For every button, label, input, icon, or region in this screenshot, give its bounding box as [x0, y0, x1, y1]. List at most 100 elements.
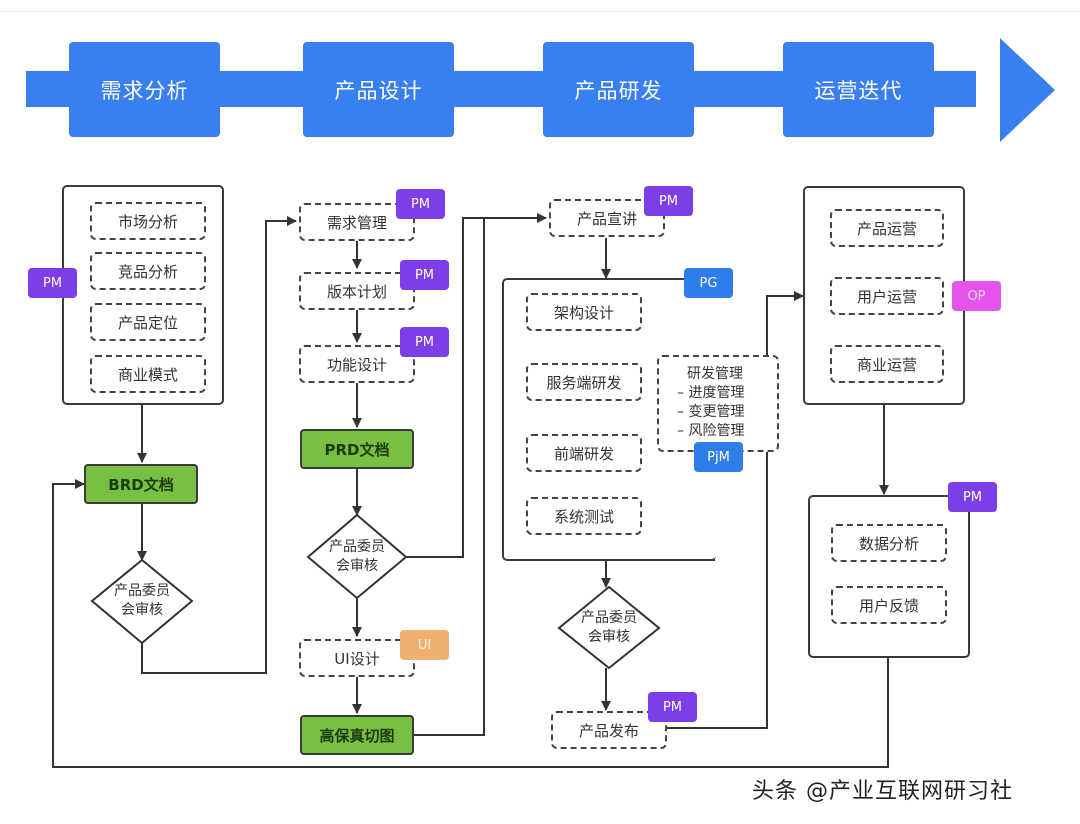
design-step-1-pm-tag: PM: [396, 189, 445, 219]
document-label: BRD文档: [108, 475, 174, 494]
analysis-item-data: 数据分析: [831, 524, 947, 562]
design-step-req-mgmt: 需求管理: [299, 203, 415, 241]
briefing-pm-tag: PM: [644, 186, 693, 216]
dev-item-architecture: 架构设计: [526, 293, 642, 331]
item-label: 服务端研发: [546, 373, 622, 392]
design-step-ui: UI设计: [299, 639, 415, 677]
item-label: 用户运营: [856, 287, 917, 306]
item-label: 产品运营: [856, 219, 917, 238]
pg-tag: PG: [684, 268, 733, 298]
document-label: PRD文档: [324, 440, 390, 459]
review-diamond-2: [306, 513, 408, 600]
review-diamond-1: [90, 558, 194, 645]
ops-item-user: 用户运营: [830, 277, 944, 315]
management-item: – 风险管理: [677, 423, 745, 439]
tag-label: PM: [962, 489, 983, 505]
item-label: 架构设计: [553, 303, 614, 322]
analysis-frame: [808, 495, 970, 658]
ops-item-product: 产品运营: [830, 209, 944, 247]
pjm-tag: PjM: [694, 442, 743, 472]
tag-label: PM: [414, 334, 435, 350]
dev-item-testing: 系统测试: [526, 497, 642, 535]
item-label: 用户反馈: [858, 596, 919, 615]
ui-tag: UI: [400, 630, 449, 660]
design-step-3-pm-tag: PM: [400, 327, 449, 357]
watermark: 头条 @产业互联网研习社: [752, 779, 1013, 804]
tag-label: PM: [414, 267, 435, 283]
item-label: 市场分析: [117, 212, 178, 231]
stage-label: 产品设计: [334, 78, 423, 103]
step-label: 产品发布: [578, 721, 639, 740]
stage-label: 产品研发: [574, 78, 663, 103]
design-step-function: 功能设计: [299, 345, 415, 383]
item-label: 竞品分析: [117, 262, 178, 281]
connector-hifi-to-briefing: [413, 218, 485, 736]
connector-review2-to-briefing: [406, 213, 547, 558]
stage-arrow-head: [1000, 38, 1055, 142]
tag-label: OP: [967, 288, 986, 304]
stage-development: 产品研发: [543, 42, 694, 137]
item-label: 前端研发: [553, 444, 614, 463]
req-item-market: 市场分析: [90, 202, 206, 240]
review-line: 产品委员: [114, 583, 170, 599]
requirements-pm-tag: PM: [28, 268, 77, 298]
review-line: 会审核: [336, 558, 378, 574]
step-label: 产品宣讲: [576, 209, 637, 228]
stage-operations: 运营迭代: [783, 42, 934, 137]
review-label-2: 产品委员 会审核: [308, 537, 406, 577]
connector-release-to-ops: [667, 291, 804, 729]
review-label-3: 产品委员 会审核: [559, 608, 659, 648]
item-label: 系统测试: [553, 507, 614, 526]
item-label: 产品定位: [117, 313, 178, 332]
design-step-2-pm-tag: PM: [400, 260, 449, 290]
dev-item-frontend: 前端研发: [526, 434, 642, 472]
tag-label: PM: [410, 196, 431, 212]
review-label-1: 产品委员 会审核: [92, 581, 192, 621]
prd-document: PRD文档: [300, 429, 414, 469]
req-item-business-model: 商业模式: [90, 355, 206, 393]
stage-requirements: 需求分析: [69, 42, 220, 137]
brd-document: BRD文档: [84, 464, 198, 504]
release-pm-tag: PM: [648, 692, 697, 722]
ops-item-business: 商业运营: [830, 345, 944, 383]
req-item-positioning: 产品定位: [90, 303, 206, 341]
connector-review1-to-design: [141, 216, 297, 674]
item-label: 商业运营: [856, 355, 917, 374]
stage-label: 需求分析: [100, 78, 189, 103]
stage-design: 产品设计: [303, 42, 454, 137]
req-item-competitor: 竞品分析: [90, 252, 206, 290]
management-item: – 进度管理: [677, 385, 745, 401]
dev-management-box: 研发管理 – 进度管理 – 变更管理 – 风险管理: [657, 355, 779, 452]
output-label: 高保真切图: [319, 726, 395, 745]
dev-release: 产品发布: [551, 711, 667, 749]
tag-label: PM: [658, 193, 679, 209]
top-divider: [0, 11, 1080, 12]
management-title: 研发管理: [687, 366, 743, 382]
tag-label: PG: [699, 275, 718, 291]
review-diamond-3: [557, 585, 661, 670]
design-step-version-plan: 版本计划: [299, 272, 415, 310]
tag-label: PM: [42, 275, 63, 291]
review-line: 产品委员: [329, 539, 385, 555]
review-line: 会审核: [588, 629, 630, 645]
dev-item-backend: 服务端研发: [526, 363, 642, 401]
step-label: UI设计: [334, 649, 380, 668]
tag-label: UI: [417, 637, 432, 653]
connector-feedback-loop: [52, 479, 889, 768]
hifi-mockup: 高保真切图: [300, 715, 414, 755]
tag-label: PM: [662, 699, 683, 715]
stage-label: 运营迭代: [814, 78, 903, 103]
step-label: 版本计划: [326, 282, 387, 301]
item-label: 商业模式: [117, 365, 178, 384]
review-line: 会审核: [121, 602, 163, 618]
analysis-item-feedback: 用户反馈: [831, 586, 947, 624]
dev-briefing: 产品宣讲: [549, 199, 665, 237]
review-line: 产品委员: [581, 610, 637, 626]
op-tag: OP: [952, 281, 1001, 311]
step-label: 功能设计: [326, 355, 387, 374]
analysis-pm-tag: PM: [948, 482, 997, 512]
management-item: – 变更管理: [677, 404, 745, 420]
item-label: 数据分析: [858, 534, 919, 553]
tag-label: PjM: [707, 449, 730, 465]
step-label: 需求管理: [326, 213, 387, 232]
